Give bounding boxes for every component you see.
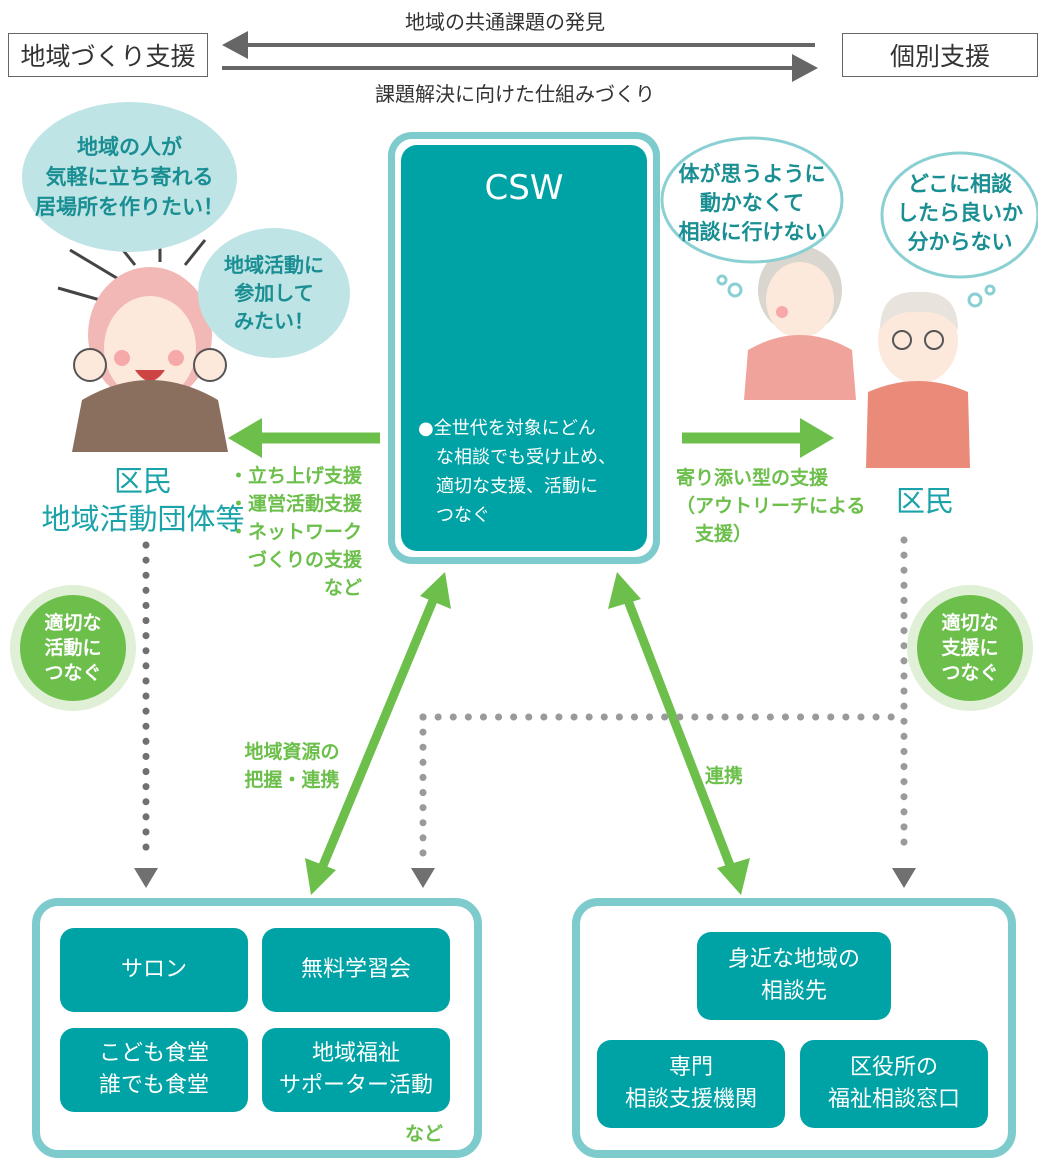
speech-bubble-small: 地域活動に 参加して みたい！ <box>198 228 350 358</box>
arrow-bottom-text: 課題解決に向けた仕組みづくり <box>375 82 655 106</box>
cooperation-label: 連携 <box>705 765 744 787</box>
dotted-right-vertical <box>892 536 916 888</box>
right-support-text: 寄り添い型の支援 （アウトリーチによる 支援） <box>676 467 866 545</box>
resource-label: 地域資源の 把握・連携 <box>244 741 340 791</box>
tile-free-study: 無料学習会 <box>262 928 450 1012</box>
left-badge: 適切な 活動に つなぐ <box>20 595 126 701</box>
bottom-left-note: など <box>405 1123 444 1145</box>
csw-card <box>388 132 660 564</box>
csw-card-inner <box>401 145 647 551</box>
left-heading: 区民 地域活動団体等 <box>41 464 245 536</box>
tile-ward-office: 区役所の 福祉相談窓口 <box>800 1040 988 1128</box>
thought-cloud-left-text: 体が思うように 動かなくて 相談に行けない <box>678 162 826 244</box>
dotted-left-vertical <box>134 541 158 888</box>
individual-support-label: 個別支援 <box>842 33 1038 77</box>
green-arrow-right <box>682 418 834 458</box>
green-arrow-resource <box>305 572 451 895</box>
speech-bubble-large: 地域の人が 気軽に立ち寄れる 居場所を作りたい！ <box>22 102 237 252</box>
thought-cloud-right <box>880 151 1038 279</box>
tile-children-cafeteria: こども食堂 誰でも食堂 <box>60 1028 248 1112</box>
community-support-label: 地域づくり支援 <box>8 33 208 77</box>
arrow-top-text: 地域の共通課題の発見 <box>405 10 605 34</box>
tile-local-consultation: 身近な地域の 相談先 <box>697 932 891 1020</box>
tile-specialized-agency: 専門 相談支援機関 <box>597 1040 785 1128</box>
tile-salon: サロン <box>60 928 248 1012</box>
tile-welfare-supporter: 地域福祉 サポーター活動 <box>262 1028 450 1112</box>
thought-cloud-left <box>660 136 844 264</box>
right-heading: 区民 <box>895 484 954 518</box>
elderly-woman-illustration <box>716 246 856 400</box>
green-arrow-cooperation <box>608 572 750 895</box>
top-right-arrow <box>222 54 818 82</box>
dotted-horizontal <box>411 713 904 888</box>
csw-description: ●全世代を対象にどん な相談でも受け止め、 適切な支援、活動に つなぐ <box>418 418 616 526</box>
top-left-arrow <box>222 31 815 59</box>
csw-title: CSW <box>484 168 564 208</box>
thought-cloud-right-text: どこに相談 したら良いか 分からない <box>897 172 1023 254</box>
right-badge: 適切な 支援に つなぐ <box>917 595 1023 701</box>
left-support-list: ・立ち上げ支援 ・運営活動支援 ・ネットワーク づくりの支援 など <box>229 465 363 599</box>
elderly-man-illustration <box>866 284 996 468</box>
green-arrow-left <box>228 418 380 458</box>
